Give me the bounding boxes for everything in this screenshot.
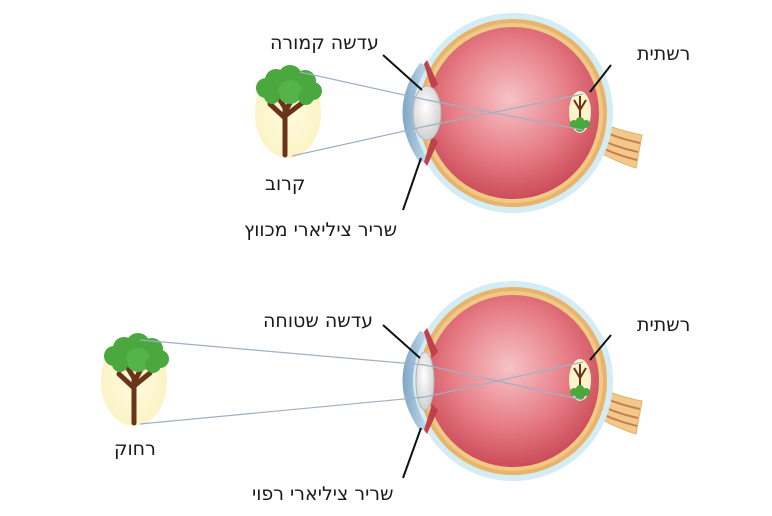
near-muscle-pointer — [402, 157, 422, 211]
far-light-rays — [139, 339, 584, 425]
near-retina-pointer — [589, 64, 612, 93]
near-lens-label: עדשה קמורה — [270, 32, 379, 54]
far-retina-image — [569, 359, 591, 401]
far-eyeball — [427, 295, 599, 467]
far-muscle-pointer — [402, 427, 422, 479]
near-object-tree — [255, 65, 322, 158]
far-cornea — [402, 331, 428, 431]
near-object-label: קרוב — [265, 173, 305, 195]
near-eyeball — [427, 27, 599, 199]
far-lens-pointer — [382, 324, 421, 359]
near-lens-pointer — [382, 54, 423, 91]
near-lens-convex — [412, 85, 442, 141]
near-retina-image — [569, 91, 591, 133]
far-retina-pointer — [589, 334, 612, 361]
far-lens-label: עדשה שטוחה — [263, 310, 373, 332]
near-retina-label: רשתית — [637, 43, 690, 65]
far-object-tree — [101, 333, 169, 426]
near-panel: עדשה קמורה רשתית קרוב שריר ציליארי מכווץ — [244, 13, 690, 241]
far-panel: עדשה שטוחה רשתית רחוק שריר ציליארי רפוי — [101, 281, 690, 505]
near-light-rays — [291, 71, 584, 157]
near-tree-icon — [256, 65, 322, 158]
near-muscle-label: שריר ציליארי מכווץ — [244, 219, 397, 241]
near-eye — [402, 13, 643, 213]
far-tree-icon — [104, 333, 169, 426]
far-retina-label: רשתית — [637, 314, 690, 336]
far-eye — [402, 281, 643, 481]
far-object-label: רחוק — [114, 438, 156, 460]
far-lens-flat — [415, 351, 435, 411]
near-cornea — [402, 63, 428, 163]
far-muscle-label: שריר ציליארי רפוי — [252, 483, 394, 505]
